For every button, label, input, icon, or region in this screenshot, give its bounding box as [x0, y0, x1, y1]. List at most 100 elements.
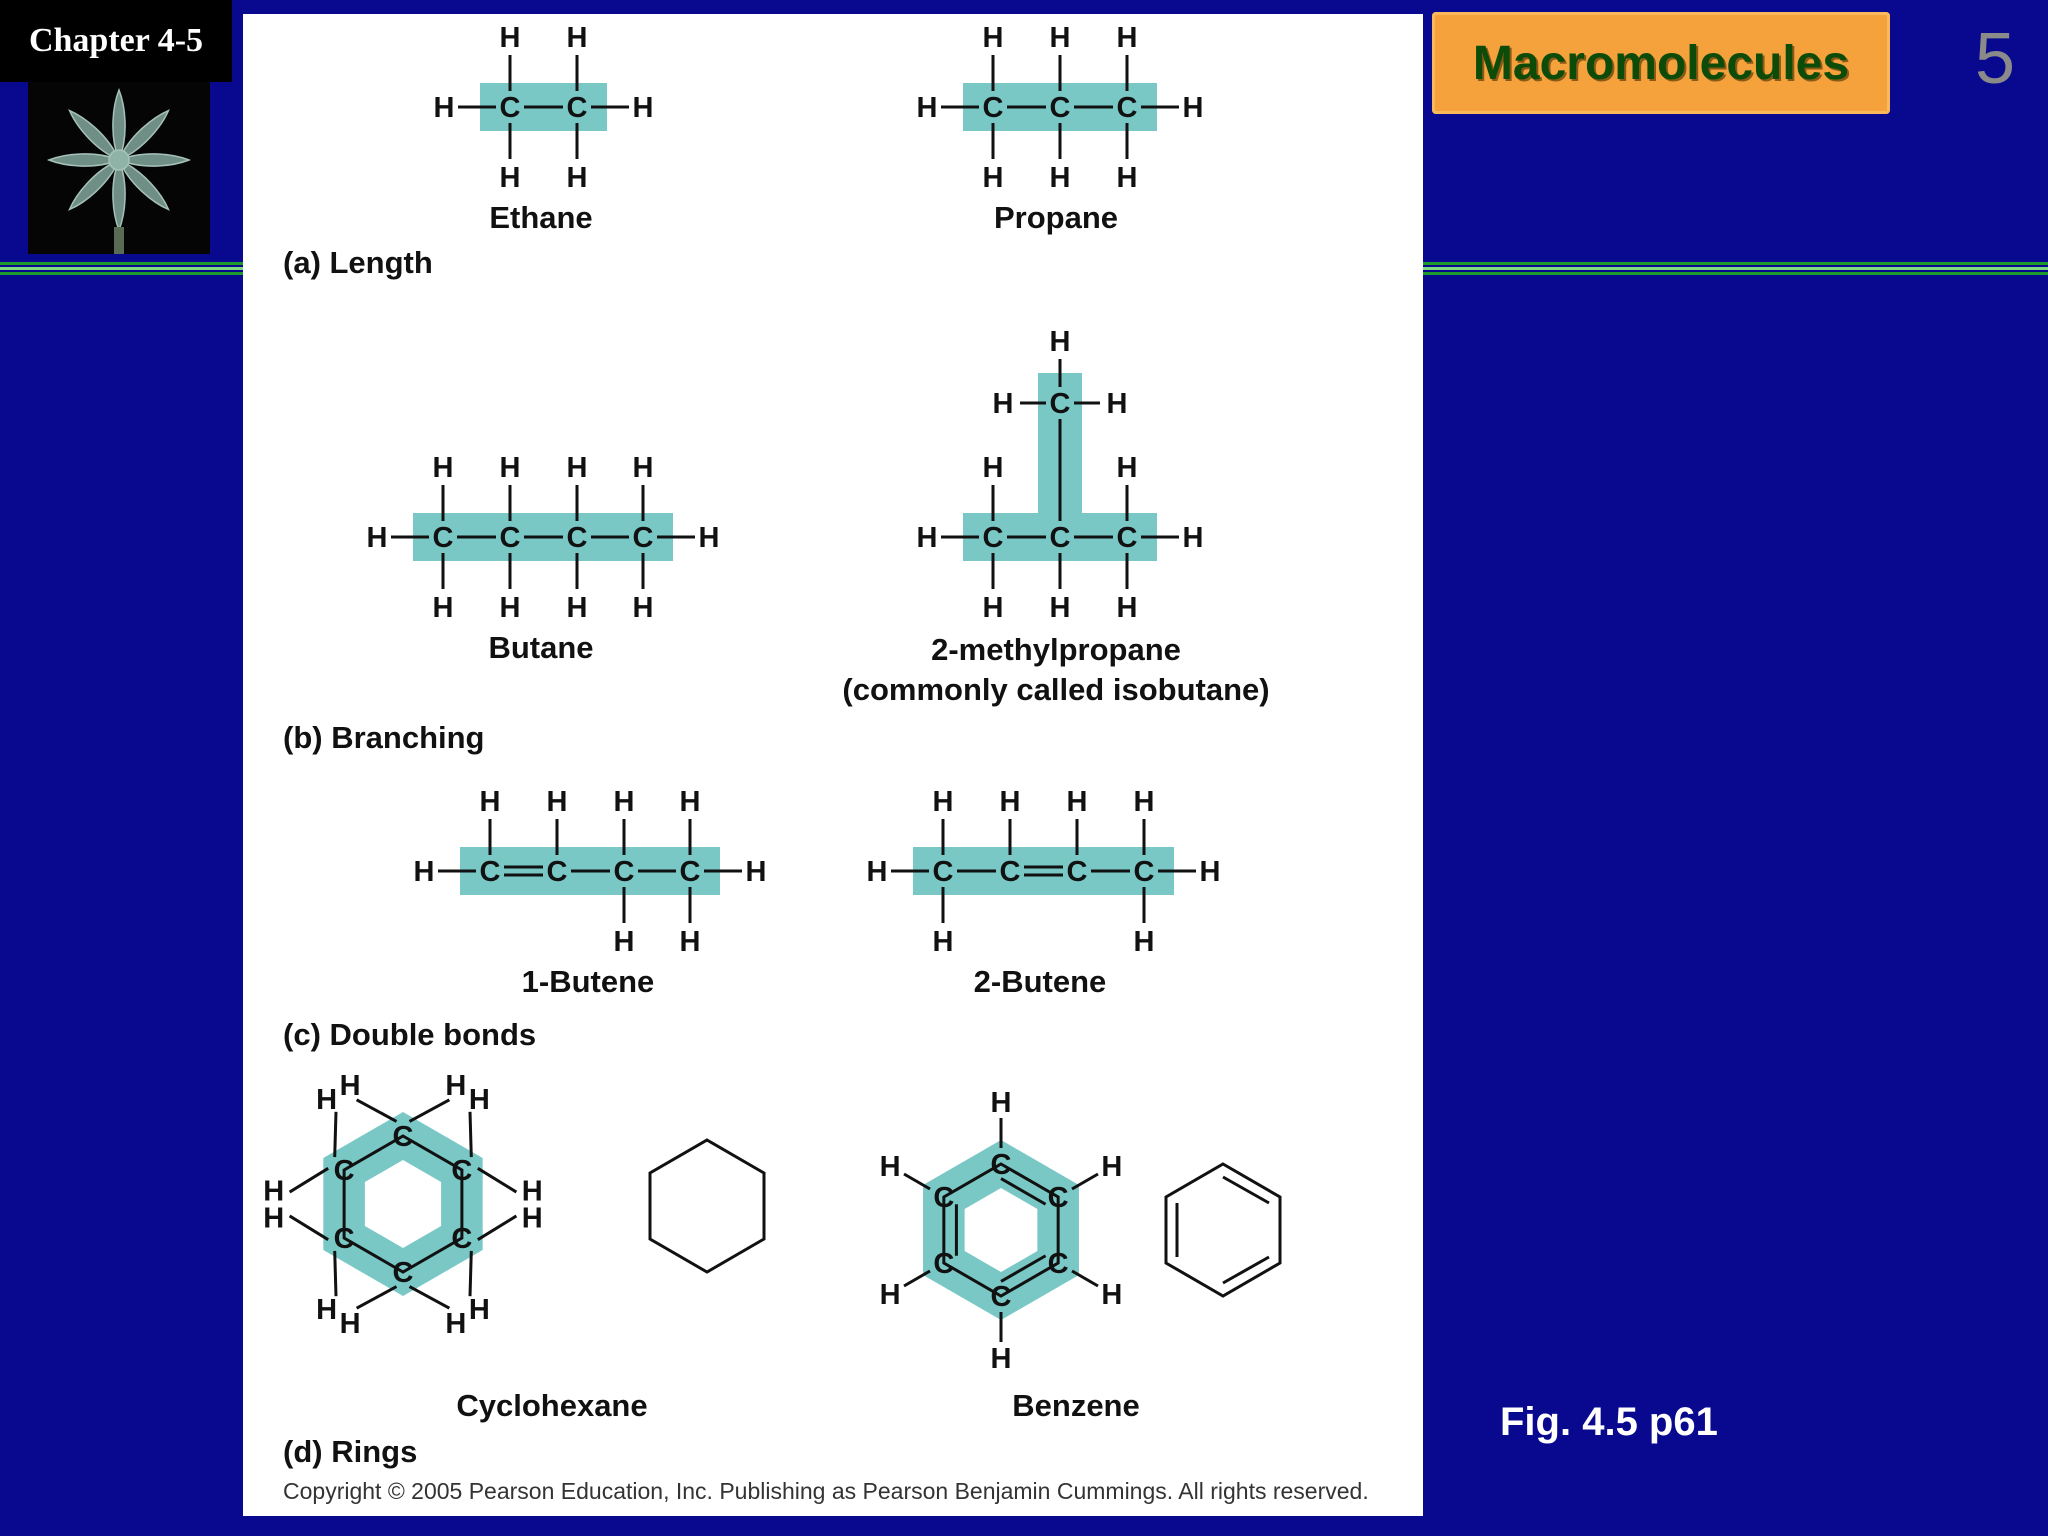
section-double-bonds: (c) Double bonds	[283, 1017, 536, 1052]
benzene-hydrogen: H	[880, 1279, 901, 1311]
benzene-hydrogen: H	[991, 1087, 1012, 1119]
slide-title: Macromolecules	[1432, 12, 1890, 114]
cyclohexane-bond	[408, 1285, 451, 1310]
cyclohexane-hydrogen: H	[340, 1308, 361, 1340]
butane-hydrogen: H	[633, 452, 654, 484]
butene2-hydrogen: H	[1134, 786, 1155, 818]
butene1-carbon: C	[680, 856, 701, 888]
benzene-carbon: C	[991, 1149, 1012, 1181]
benzene-ring-bonds	[942, 1162, 1060, 1298]
butane-carbon: C	[567, 522, 588, 554]
cyclohexane-bond	[355, 1098, 398, 1123]
butene2-carbon: C	[1067, 856, 1088, 888]
benzene-hydrogen: H	[1101, 1279, 1122, 1311]
butene1-hydrogen: H	[746, 856, 767, 888]
butene2-hydrogen: H	[1200, 856, 1221, 888]
ethane-hydrogen: H	[500, 162, 521, 194]
cyclohexane-label: Cyclohexane	[456, 1388, 647, 1423]
chapter-label: Chapter 4-5	[0, 0, 232, 82]
propane-carbon: C	[1117, 92, 1138, 124]
butene1-carbon: C	[614, 856, 635, 888]
propane-label: Propane	[994, 200, 1118, 235]
butene1-hydrogen: H	[680, 786, 701, 818]
isobutane-hydrogen: H	[1117, 592, 1138, 624]
succulent-plant-image	[28, 82, 210, 254]
cyclohexane-carbon: C	[451, 1223, 472, 1255]
cyclohexane-bond	[355, 1285, 398, 1310]
propane-hydrogen: H	[917, 92, 938, 124]
isobutane-carbon: C	[1050, 388, 1071, 420]
cyclohexane-bond	[477, 1167, 518, 1194]
butene1-hydrogen: H	[547, 786, 568, 818]
propane-hydrogen: H	[983, 22, 1004, 54]
butene2-hydrogen: H	[1067, 786, 1088, 818]
benzene-carbon: C	[1048, 1182, 1069, 1214]
butene2-hydrogen: H	[933, 926, 954, 958]
benzene-hydrogen: H	[1101, 1151, 1122, 1183]
isobutane-hydrogen: H	[983, 592, 1004, 624]
cyclohexane-carbon: C	[334, 1223, 355, 1255]
benzene-carbon: C	[991, 1281, 1012, 1313]
cyclohexane-hydrogen: H	[316, 1294, 337, 1326]
cyclohexane-hydrogen: H	[469, 1084, 490, 1116]
isobutane-hydrogen: H	[1117, 452, 1138, 484]
butane-hydrogen: H	[367, 522, 388, 554]
butane-hydrogen: H	[433, 592, 454, 624]
butene1-hydrogen: H	[414, 856, 435, 888]
section-branching: (b) Branching	[283, 720, 485, 755]
ethane-label: Ethane	[489, 200, 592, 235]
benzene-bond	[1071, 1172, 1099, 1191]
butane-carbon: C	[500, 522, 521, 554]
butene1-hydrogen: H	[614, 786, 635, 818]
isobutane-carbon: C	[983, 522, 1004, 554]
butene2-hydrogen: H	[1134, 926, 1155, 958]
propane-hydrogen: H	[1183, 92, 1204, 124]
propane-hydrogen: H	[1117, 22, 1138, 54]
cyclohexane-bond	[288, 1167, 329, 1194]
cyclohexane-hydrogen: H	[445, 1308, 466, 1340]
isobutane-hydrogen: H	[993, 388, 1014, 420]
butene2-label: 2-Butene	[974, 964, 1107, 999]
butene2-hydrogen: H	[1000, 786, 1021, 818]
copyright-notice: Copyright © 2005 Pearson Education, Inc.…	[283, 1478, 1369, 1504]
benzene-hydrogen: H	[880, 1151, 901, 1183]
isobutane-hydrogen: H	[983, 452, 1004, 484]
butene2-highlight	[913, 847, 1174, 895]
isobutane-hydrogen: H	[917, 522, 938, 554]
cyclohexane-hydrogen: H	[469, 1294, 490, 1326]
benzene-bond	[903, 1172, 931, 1191]
butane-hydrogen: H	[567, 592, 588, 624]
cyclohexane-bond	[468, 1250, 473, 1297]
butane-hydrogen: H	[433, 452, 454, 484]
isobutane-carbon: C	[1117, 522, 1138, 554]
benzene-bond	[1071, 1269, 1099, 1288]
isobutane-carbon: C	[1050, 522, 1071, 554]
cyclohexane-ring-bonds	[342, 1134, 464, 1274]
cyclohexane-highlight-inner	[364, 1160, 442, 1248]
isobutane-hydrogen: H	[1050, 592, 1071, 624]
benzene-double-bond	[1000, 1177, 1047, 1206]
propane-hydrogen: H	[1117, 162, 1138, 194]
propane-hydrogen: H	[983, 162, 1004, 194]
propane-carbon: C	[983, 92, 1004, 124]
butane-hydrogen: H	[699, 522, 720, 554]
cyclohexane-bond	[333, 1111, 338, 1158]
cyclohexane-hydrogen: H	[522, 1175, 543, 1207]
benzene-highlight-inner	[964, 1188, 1038, 1272]
butene1-label: 1-Butene	[522, 964, 655, 999]
butene2-carbon: C	[1134, 856, 1155, 888]
propane-carbon: C	[1050, 92, 1071, 124]
ethane-hydrogen: H	[567, 162, 588, 194]
ethane-hydrogen: H	[500, 22, 521, 54]
benzene-inner-double-bonds	[1175, 1175, 1270, 1285]
cyclohexane-bond	[477, 1214, 518, 1241]
ethane-carbon: C	[500, 92, 521, 124]
isobutane-hydrogen: H	[1107, 388, 1128, 420]
benzene-carbon: C	[1048, 1248, 1069, 1280]
divider-left	[0, 262, 243, 276]
cyclohexane-carbon: C	[334, 1155, 355, 1187]
benzene-carbon: C	[933, 1182, 954, 1214]
section-length: (a) Length	[283, 245, 433, 280]
cyclohexane-hydrogen: H	[340, 1070, 361, 1102]
